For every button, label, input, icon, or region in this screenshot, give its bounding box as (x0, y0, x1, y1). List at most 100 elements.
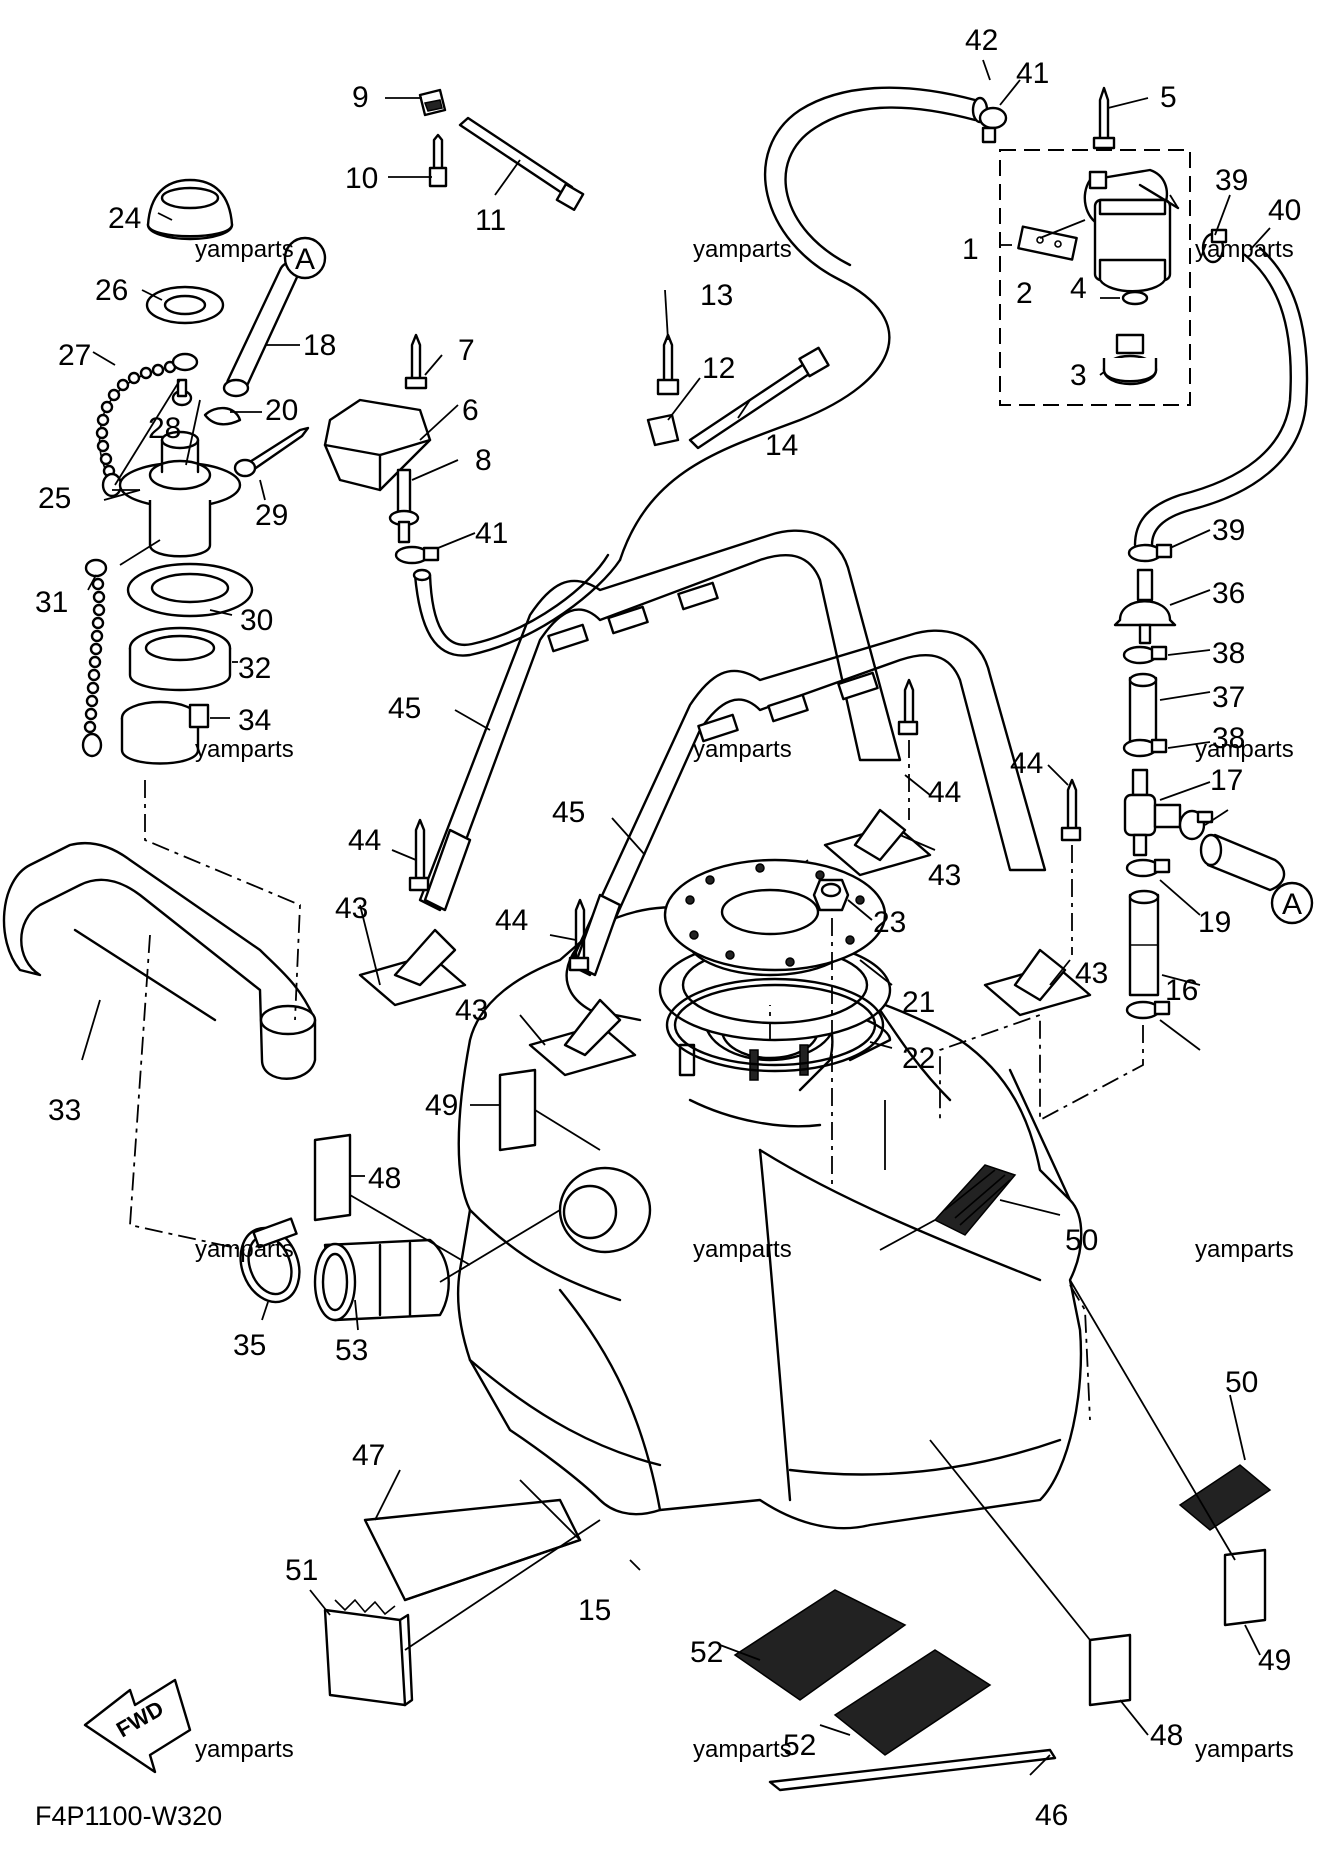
filler-cap (146, 178, 234, 241)
clip-12 (646, 413, 680, 447)
callout-44-d: 44 (1010, 747, 1043, 780)
pad-51 (323, 1598, 414, 1707)
strap-brackets (358, 808, 1092, 1077)
callout-33: 33 (48, 1094, 81, 1127)
callout-42: 42 (965, 24, 998, 57)
clamp-39-mid (1127, 543, 1173, 563)
callout-31: 31 (35, 586, 68, 619)
callout-43-b: 43 (455, 994, 488, 1027)
hose-clamp-34 (120, 700, 210, 765)
clip-9 (418, 88, 447, 117)
pad-49-lower (1223, 1548, 1267, 1627)
svg-text:yamparts: yamparts (195, 1736, 294, 1763)
callout-13: 13 (700, 279, 733, 312)
check-valve-36 (1113, 568, 1177, 645)
callout-49-upper: 49 (425, 1089, 458, 1122)
damper-50-lower (1178, 1464, 1272, 1531)
callout-38-upper: 38 (1212, 637, 1245, 670)
pad-49-upper (498, 1068, 537, 1152)
rivets (408, 678, 1082, 972)
vent-hose-42 (618, 86, 989, 562)
rivet-5 (1092, 86, 1116, 150)
pad-47 (363, 1498, 582, 1602)
callout-15: 15 (578, 1594, 611, 1627)
callout-4: 4 (1070, 272, 1087, 305)
callout-53: 53 (335, 1334, 368, 1367)
svg-text:yamparts: yamparts (693, 1236, 792, 1263)
callout-10: 10 (345, 162, 378, 195)
callout-52-lower: 52 (783, 1729, 816, 1762)
hose-37 (1128, 672, 1158, 745)
callout-25: 25 (38, 482, 71, 515)
callout-27: 27 (58, 339, 91, 372)
callout-44-b: 44 (495, 904, 528, 937)
svg-text:A: A (295, 243, 315, 276)
svg-text:yamparts: yamparts (1195, 1736, 1294, 1763)
callout-49-lower: 49 (1258, 1644, 1291, 1677)
callout-11: 11 (475, 204, 506, 237)
callout-41-left: 41 (475, 517, 508, 550)
hose-clamp-35 (239, 1217, 301, 1304)
svg-text:yamparts: yamparts (195, 736, 294, 763)
cover-6 (323, 398, 432, 492)
damper-50-upper (933, 1164, 1017, 1236)
tank-straps (418, 529, 1047, 977)
callout-18: 18 (303, 329, 336, 362)
bolt-29 (233, 426, 310, 478)
o-ring-4 (1121, 290, 1149, 306)
svg-text:yamparts: yamparts (1195, 1236, 1294, 1263)
clamp-19-lower (1125, 1000, 1171, 1020)
callout-7: 7 (458, 334, 475, 367)
damper-52-upper (733, 1589, 907, 1701)
filter-assembly-box (999, 149, 1191, 406)
callout-8: 8 (475, 444, 492, 477)
callout-30: 30 (240, 604, 273, 637)
bowl-3 (1102, 333, 1158, 386)
gasket-ring (665, 977, 885, 1073)
clamp-41-top (978, 106, 1008, 144)
callout-labels: 1 2 3 4 5 6 7 8 9 10 11 12 13 14 15 16 1… (35, 24, 1301, 1832)
callout-28: 28 (148, 412, 181, 445)
cable-tie-11 (458, 116, 585, 211)
clamp-38-upper (1122, 645, 1168, 665)
callout-39-top: 39 (1215, 164, 1248, 197)
callout-48-right: 48 (1150, 1719, 1183, 1752)
svg-text:yamparts: yamparts (693, 236, 792, 263)
callout-24: 24 (108, 202, 141, 235)
callout-39-mid: 39 (1212, 514, 1245, 547)
callout-50-upper: 50 (1065, 1224, 1098, 1257)
callout-35: 35 (233, 1329, 266, 1362)
callout-43-c: 43 (928, 859, 961, 892)
callout-37: 37 (1212, 681, 1245, 714)
filler-neck-25 (118, 430, 242, 558)
rivet-13 (656, 333, 680, 396)
callout-labels-extra: 25 26 (38, 482, 71, 515)
callout-6: 6 (462, 394, 479, 427)
hose-16 (1128, 889, 1160, 997)
callout-52-upper: 52 (690, 1636, 723, 1669)
svg-text:yamparts: yamparts (693, 736, 792, 763)
callout-45-a: 45 (388, 692, 421, 725)
vent-hose-left (412, 553, 622, 657)
nut (812, 878, 850, 912)
nipple-8 (388, 468, 420, 544)
clip-20-right (1178, 809, 1214, 841)
callout-50-lower: 50 (1225, 1366, 1258, 1399)
callout-34: 34 (238, 704, 271, 737)
retainer-chain-upper (95, 352, 199, 498)
fuel-filter (1083, 168, 1180, 293)
hose-18-left (222, 261, 300, 398)
callout-43-d: 43 (1075, 957, 1108, 990)
callout-12: 12 (702, 352, 735, 385)
callout-25-aux: 26 (95, 274, 128, 307)
callout-14: 14 (765, 429, 798, 462)
strip-46 (768, 1748, 1057, 1792)
clamp-39-top (1201, 228, 1228, 264)
callout-48-left: 48 (368, 1162, 401, 1195)
callout-16: 16 (1165, 974, 1198, 1007)
hose-40 (1133, 246, 1309, 547)
callout-47: 47 (352, 1439, 385, 1472)
callout-45-b: 45 (552, 796, 585, 829)
clip-20-top (203, 406, 242, 426)
